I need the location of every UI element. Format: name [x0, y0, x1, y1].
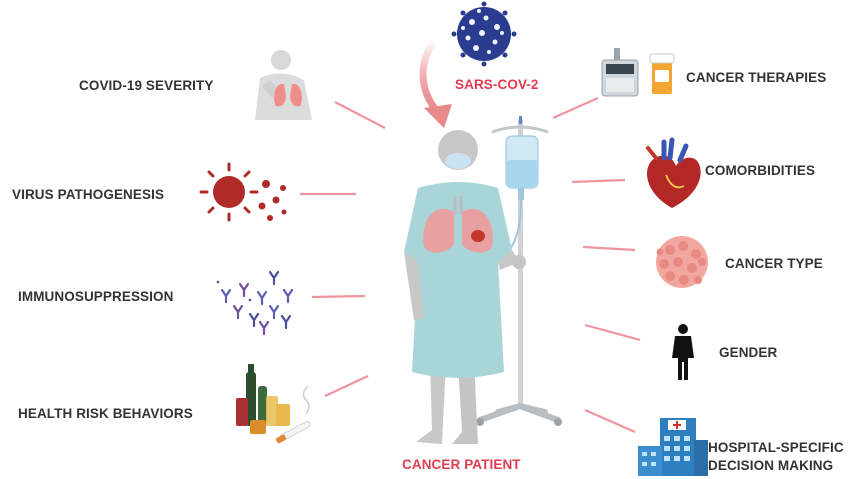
factor-label-cancer-therapies: CANCER THERAPIES	[686, 70, 827, 85]
factor-label-comorbidities: COMORBIDITIES	[705, 163, 816, 178]
factor-label-health-risk: HEALTH RISK BEHAVIORS	[18, 406, 193, 421]
infection-arrowhead	[424, 104, 452, 128]
patient-figure	[404, 130, 526, 444]
coughing-person-lungs-icon	[255, 50, 312, 120]
connector-cancer-therapies	[552, 96, 599, 120]
infection-arrow	[419, 40, 440, 114]
factor-label-virus-pathogenesis: VIRUS PATHOGENESIS	[12, 187, 165, 202]
heart-icon	[646, 137, 701, 208]
center-label: CANCER PATIENT	[402, 457, 521, 472]
connector-lines	[300, 96, 641, 434]
connector-comorbidities	[571, 178, 626, 184]
tumor-cells-icon	[656, 236, 708, 288]
sars-cov-2-icon	[451, 1, 517, 67]
connector-gender	[584, 323, 641, 342]
factor-label-hospital: HOSPITAL-SPECIFIC DECISION MAKING	[708, 440, 844, 473]
virus-label: SARS-COV-2	[455, 77, 539, 92]
connector-health-risk	[324, 375, 369, 397]
virus-particles-icon	[199, 162, 287, 222]
connector-immunosuppression	[311, 294, 366, 299]
therapy-equipment-icon	[601, 48, 675, 97]
factor-label-cancer-type: CANCER TYPE	[725, 256, 823, 271]
antibodies-icon	[216, 270, 294, 336]
connector-covid-severity	[334, 101, 386, 129]
factor-label-immunosuppression: IMMUNOSUPPRESSION	[18, 289, 174, 304]
gender-icon	[672, 324, 694, 380]
iv-bag	[499, 135, 539, 263]
connector-hospital	[584, 408, 636, 434]
factor-label-covid-severity: COVID-19 SEVERITY	[79, 78, 214, 93]
alcohol-cigarette-icon	[236, 364, 311, 444]
factor-label-gender: GENDER	[719, 345, 778, 360]
connector-cancer-type	[582, 245, 636, 252]
hospital-icon	[638, 418, 708, 476]
